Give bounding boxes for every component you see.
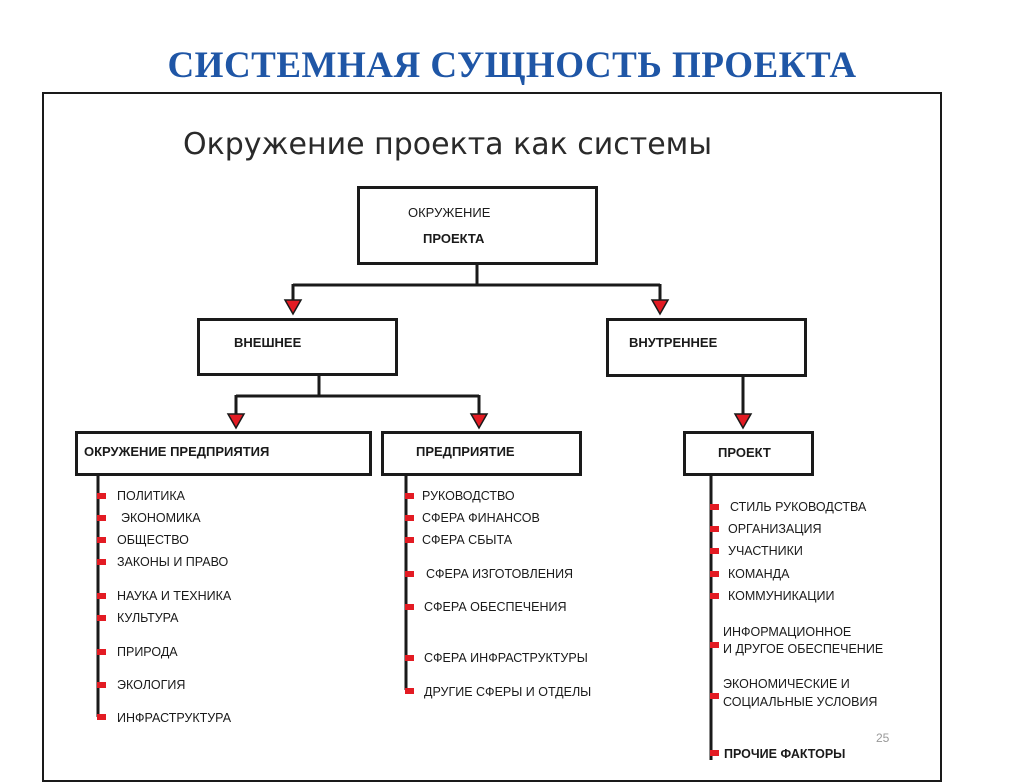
enterprise-label: ПРЕДПРИЯТИЕ <box>416 444 515 459</box>
list-item: СОЦИАЛЬНЫЕ УСЛОВИЯ <box>723 695 878 709</box>
enterprise-box: ПРЕДПРИЯТИЕ <box>381 431 582 476</box>
diagram-title: Окружение проекта как системы <box>183 127 712 162</box>
slide-title: СИСТЕМНАЯ СУЩНОСТЬ ПРОЕКТА <box>167 45 857 86</box>
page-number: 25 <box>876 731 890 745</box>
external-box: ВНЕШНЕЕ <box>197 318 398 376</box>
arrow-down-icon <box>650 299 670 316</box>
list-item: НАУКА И ТЕХНИКА <box>117 589 232 603</box>
arrow-down-icon <box>283 299 303 316</box>
list-item: УЧАСТНИКИ <box>728 544 803 558</box>
list-item: СТИЛЬ РУКОВОДСТВА <box>730 500 867 514</box>
list-item: СФЕРА СБЫТА <box>422 533 513 547</box>
root-label-line1: ОКРУЖЕНИЕ <box>408 205 491 220</box>
list-item: СФЕРА ИЗГОТОВЛЕНИЯ <box>426 567 574 581</box>
list-item: СФЕРА ОБЕСПЕЧЕНИЯ <box>424 600 567 614</box>
root-label-line2: ПРОЕКТА <box>423 231 485 246</box>
arrow-down-icon <box>469 413 489 430</box>
list-item: ИНФРАСТРУКТУРА <box>117 711 232 725</box>
list-item: ЗАКОНЫ И ПРАВО <box>117 555 229 569</box>
list-item: И ДРУГОЕ ОБЕСПЕЧЕНИЕ <box>723 642 884 656</box>
list-item: ИНФОРМАЦИОННОЕ <box>723 625 852 639</box>
enterprise-env-box: ОКРУЖЕНИЕ ПРЕДПРИЯТИЯ <box>75 431 372 476</box>
list-item: ЭКОНОМИЧЕСКИЕ И <box>723 677 850 691</box>
list-item: СФЕРА ФИНАНСОВ <box>422 511 540 525</box>
external-label: ВНЕШНЕЕ <box>234 335 302 350</box>
list-item: КОМАНДА <box>728 567 790 581</box>
internal-label: ВНУТРЕННЕЕ <box>629 335 718 350</box>
list-item: ПОЛИТИКА <box>117 489 185 503</box>
list-item: СФЕРА ИНФРАСТРУКТУРЫ <box>424 651 588 665</box>
list-item: ЭКОНОМИКА <box>121 511 201 525</box>
list-item: ОБЩЕСТВО <box>117 533 189 547</box>
list-item: ЭКОЛОГИЯ <box>117 678 186 692</box>
list-item: ПРИРОДА <box>117 645 178 659</box>
list-item: КОММУНИКАЦИИ <box>728 589 835 603</box>
list-item: КУЛЬТУРА <box>117 611 179 625</box>
root-box: ОКРУЖЕНИЕ ПРОЕКТА <box>357 186 598 265</box>
list-item: ОРГАНИЗАЦИЯ <box>728 522 822 536</box>
project-label: ПРОЕКТ <box>718 445 771 460</box>
arrow-down-icon <box>226 413 246 430</box>
arrow-down-icon <box>733 413 753 430</box>
enterprise-env-label: ОКРУЖЕНИЕ ПРЕДПРИЯТИЯ <box>84 444 270 459</box>
project-box: ПРОЕКТ <box>683 431 814 476</box>
list-item: РУКОВОДСТВО <box>422 489 515 503</box>
list-item: ПРОЧИЕ ФАКТОРЫ <box>724 747 846 761</box>
internal-box: ВНУТРЕННЕЕ <box>606 318 807 377</box>
list-item: ДРУГИЕ СФЕРЫ И ОТДЕЛЫ <box>424 685 592 699</box>
